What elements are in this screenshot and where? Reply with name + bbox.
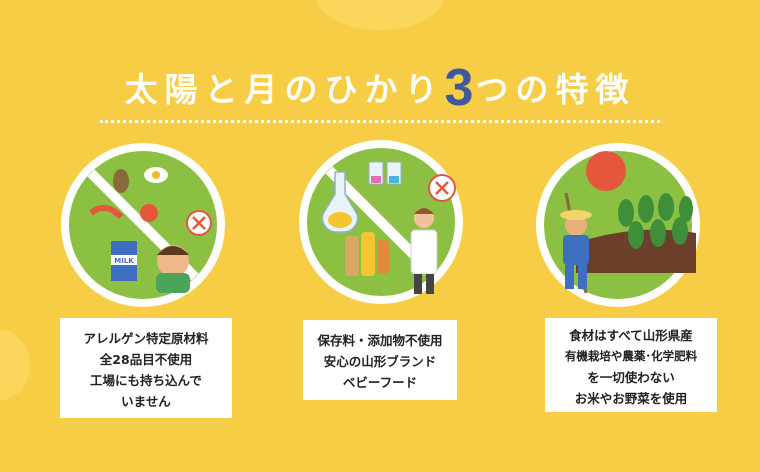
title-text: 太陽と月のひかり	[124, 70, 445, 109]
page-title: 太陽と月のひかり3つの特徴	[0, 58, 760, 118]
no-allergen-icon: MILK	[61, 143, 225, 307]
title-text: つの特徴	[475, 70, 636, 109]
background-cloud	[315, 0, 445, 30]
feature-text: お米やお野菜を使用	[574, 391, 688, 406]
feature-card-preservative: 保存料・添加物不使用 安心の山形ブランド ベビーフード	[303, 320, 457, 400]
no-preservative-icon	[299, 140, 463, 304]
feature-text: 安心の山形ブランド	[323, 354, 437, 369]
background-cloud	[0, 330, 30, 400]
feature-text: を一切使わない	[587, 370, 675, 385]
feature-text: アレルゲン特定原材料	[83, 331, 209, 346]
feature-card-allergen: アレルゲン特定原材料 全28品目不使用 工場にも持ち込んで いません	[60, 318, 232, 418]
feature-text: 保存料・添加物不使用	[317, 333, 443, 348]
feature-text: 工場にも持ち込んで	[90, 373, 202, 388]
organic-farm-icon	[536, 143, 700, 307]
feature-text: ベビーフード	[342, 375, 418, 390]
title-number: 3	[444, 59, 476, 117]
milk-label: MILK	[114, 257, 134, 265]
feature-card-organic: 食材はすべて山形県産 有機栽培や農薬･化学肥料 を一切使わない お米やお野菜を使…	[545, 318, 717, 412]
feature-text: 全28品目不使用	[99, 352, 193, 367]
feature-text: いません	[121, 394, 171, 409]
title-divider	[100, 120, 660, 123]
feature-text: 食材はすべて山形県産	[569, 328, 693, 343]
feature-text: 有機栽培や農薬･化学肥料	[564, 349, 698, 363]
